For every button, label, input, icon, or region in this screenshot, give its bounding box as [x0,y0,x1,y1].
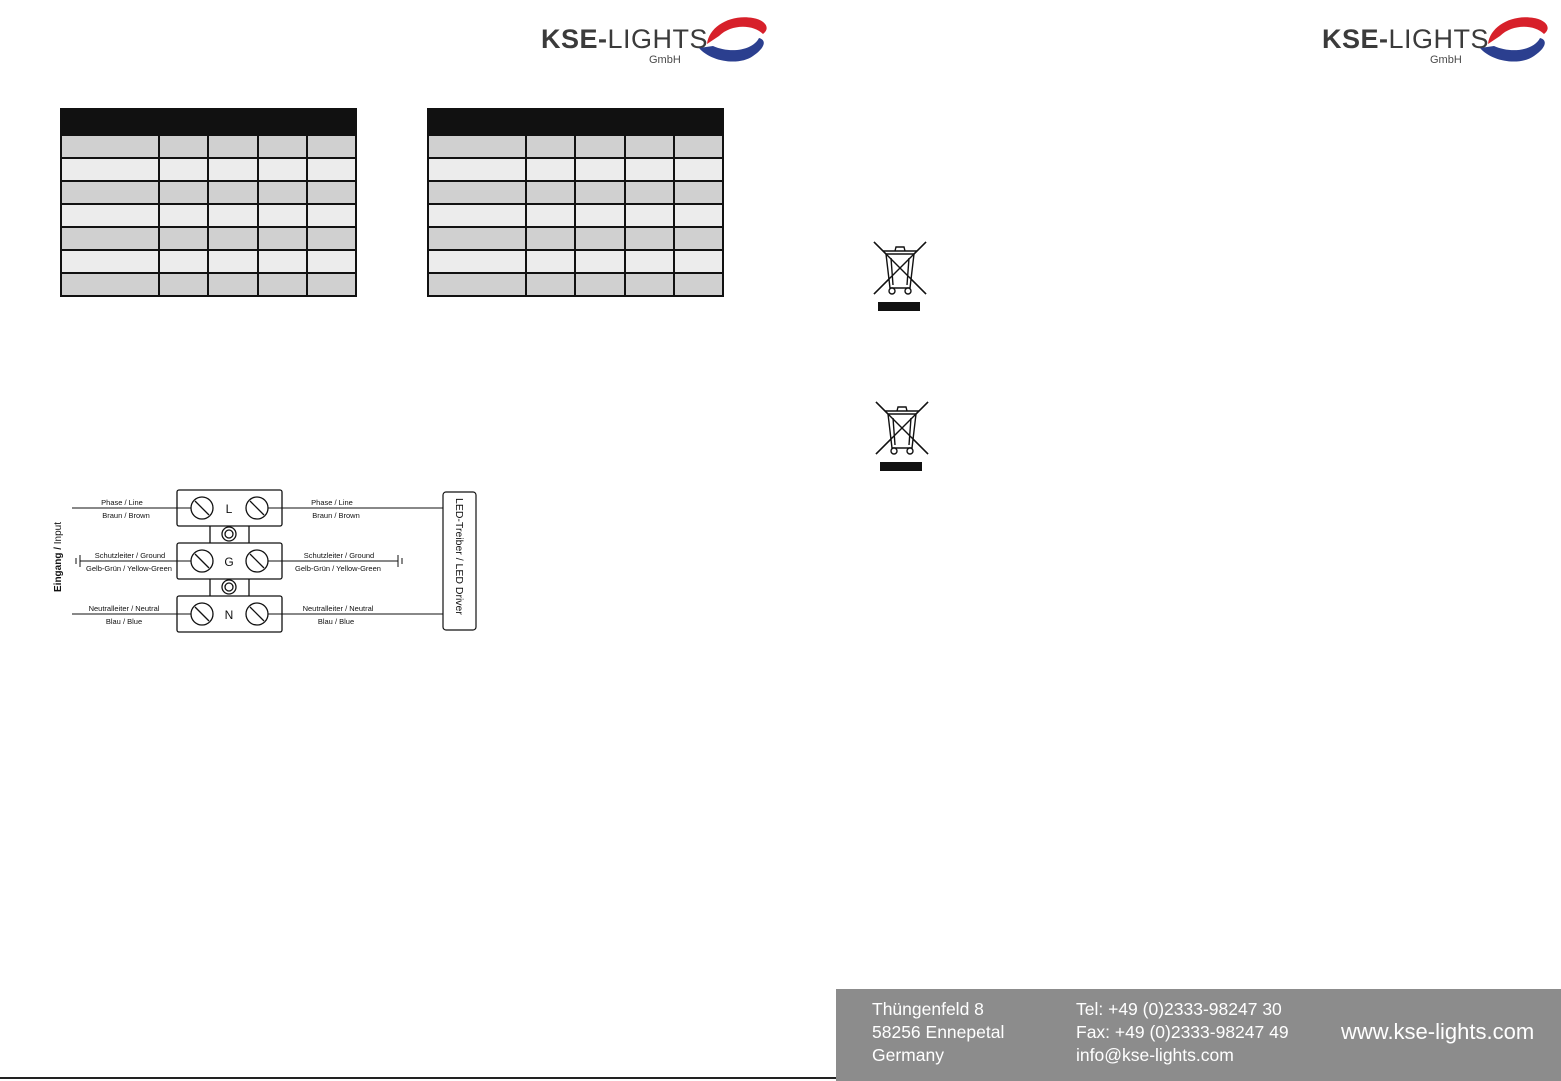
spec-table-2 [427,108,725,297]
weee-disposal-1 [868,238,932,319]
fax-line: Fax: +49 (0)2333-98247 49 [1076,1022,1289,1042]
address-line: Germany [872,1045,944,1065]
wire-color-brown-left: Braun / Brown [102,511,150,520]
page-bottom-rule [0,1077,836,1079]
table-row [60,226,358,251]
wiring-diagram: Eingang / Input L G N [46,486,486,641]
input-label: Eingang / Input [53,522,64,592]
table-row [427,203,725,228]
address-block: Thüngenfeld 8 58256 Ennepetal Germany [872,998,1004,1067]
table-row [427,226,725,251]
email-link[interactable]: info@kse-lights.com [1076,1045,1234,1065]
wire-label-ground-right: Schutzleiter / Ground [304,551,374,560]
table-row [60,272,358,297]
wire-lines [72,507,443,615]
terminal-label-l: L [226,502,233,516]
screw-icon [190,496,269,626]
table-row [60,134,358,159]
brand-suffix: GmbH [649,54,681,66]
brand-swoosh-icon [699,17,767,62]
wire-color-yellowgreen-left: Gelb-Grün / Yellow-Green [86,564,172,573]
led-driver-box [442,491,477,631]
weee-bin-icon [875,401,929,471]
wire-label-line-right: Phase / Line [311,498,353,507]
table-row [60,249,358,274]
wire-label-neutral-right: Neutralleiter / Neutral [303,604,374,613]
address-line: Thüngenfeld 8 [872,999,984,1019]
table-row [427,272,725,297]
table-row [427,157,725,182]
terminal-label-n: N [225,608,234,622]
table-header-row [60,108,357,136]
wire-color-blue-left: Blau / Blue [106,617,142,626]
wire-color-yellowgreen-right: Gelb-Grün / Yellow-Green [295,564,381,573]
table-row [427,249,725,274]
brand-logo-left: KSE-LIGHTS GmbH [541,10,781,68]
led-driver-label: LED-Treiber / LED Driver [453,498,465,615]
wire-label-ground-left: Schutzleiter / Ground [95,551,165,560]
terminal-label-g: G [224,555,233,569]
table-row [60,180,358,205]
table-row [60,203,358,228]
website-link[interactable]: www.kse-lights.com [1341,1019,1535,1044]
address-line: 58256 Ennepetal [872,1022,1005,1042]
weee-disposal-2 [870,398,934,479]
weee-bin-icon [873,241,927,311]
wire-color-brown-right: Braun / Brown [312,511,360,520]
table-row [427,180,725,205]
table-row [60,157,358,182]
brand-name: KSE-LIGHTS [1322,24,1490,54]
spec-table-1 [60,108,358,297]
wire-label-line-left: Phase / Line [101,498,143,507]
table-row [427,134,725,159]
wire-label-neutral-left: Neutralleiter / Neutral [89,604,160,613]
brand-logo-right: KSE-LIGHTS GmbH [1322,10,1561,68]
brand-name: KSE-LIGHTS [541,24,709,54]
brand-suffix: GmbH [1430,54,1462,66]
contact-block: Tel: +49 (0)2333-98247 30 Fax: +49 (0)23… [1076,998,1289,1067]
ground-end-mark [75,555,403,567]
brand-swoosh-icon [1480,17,1548,62]
wire-color-blue-right: Blau / Blue [318,617,354,626]
table-header-row [427,108,724,136]
contact-footer: Thüngenfeld 8 58256 Ennepetal Germany Te… [836,989,1561,1081]
phone-line: Tel: +49 (0)2333-98247 30 [1076,999,1282,1019]
